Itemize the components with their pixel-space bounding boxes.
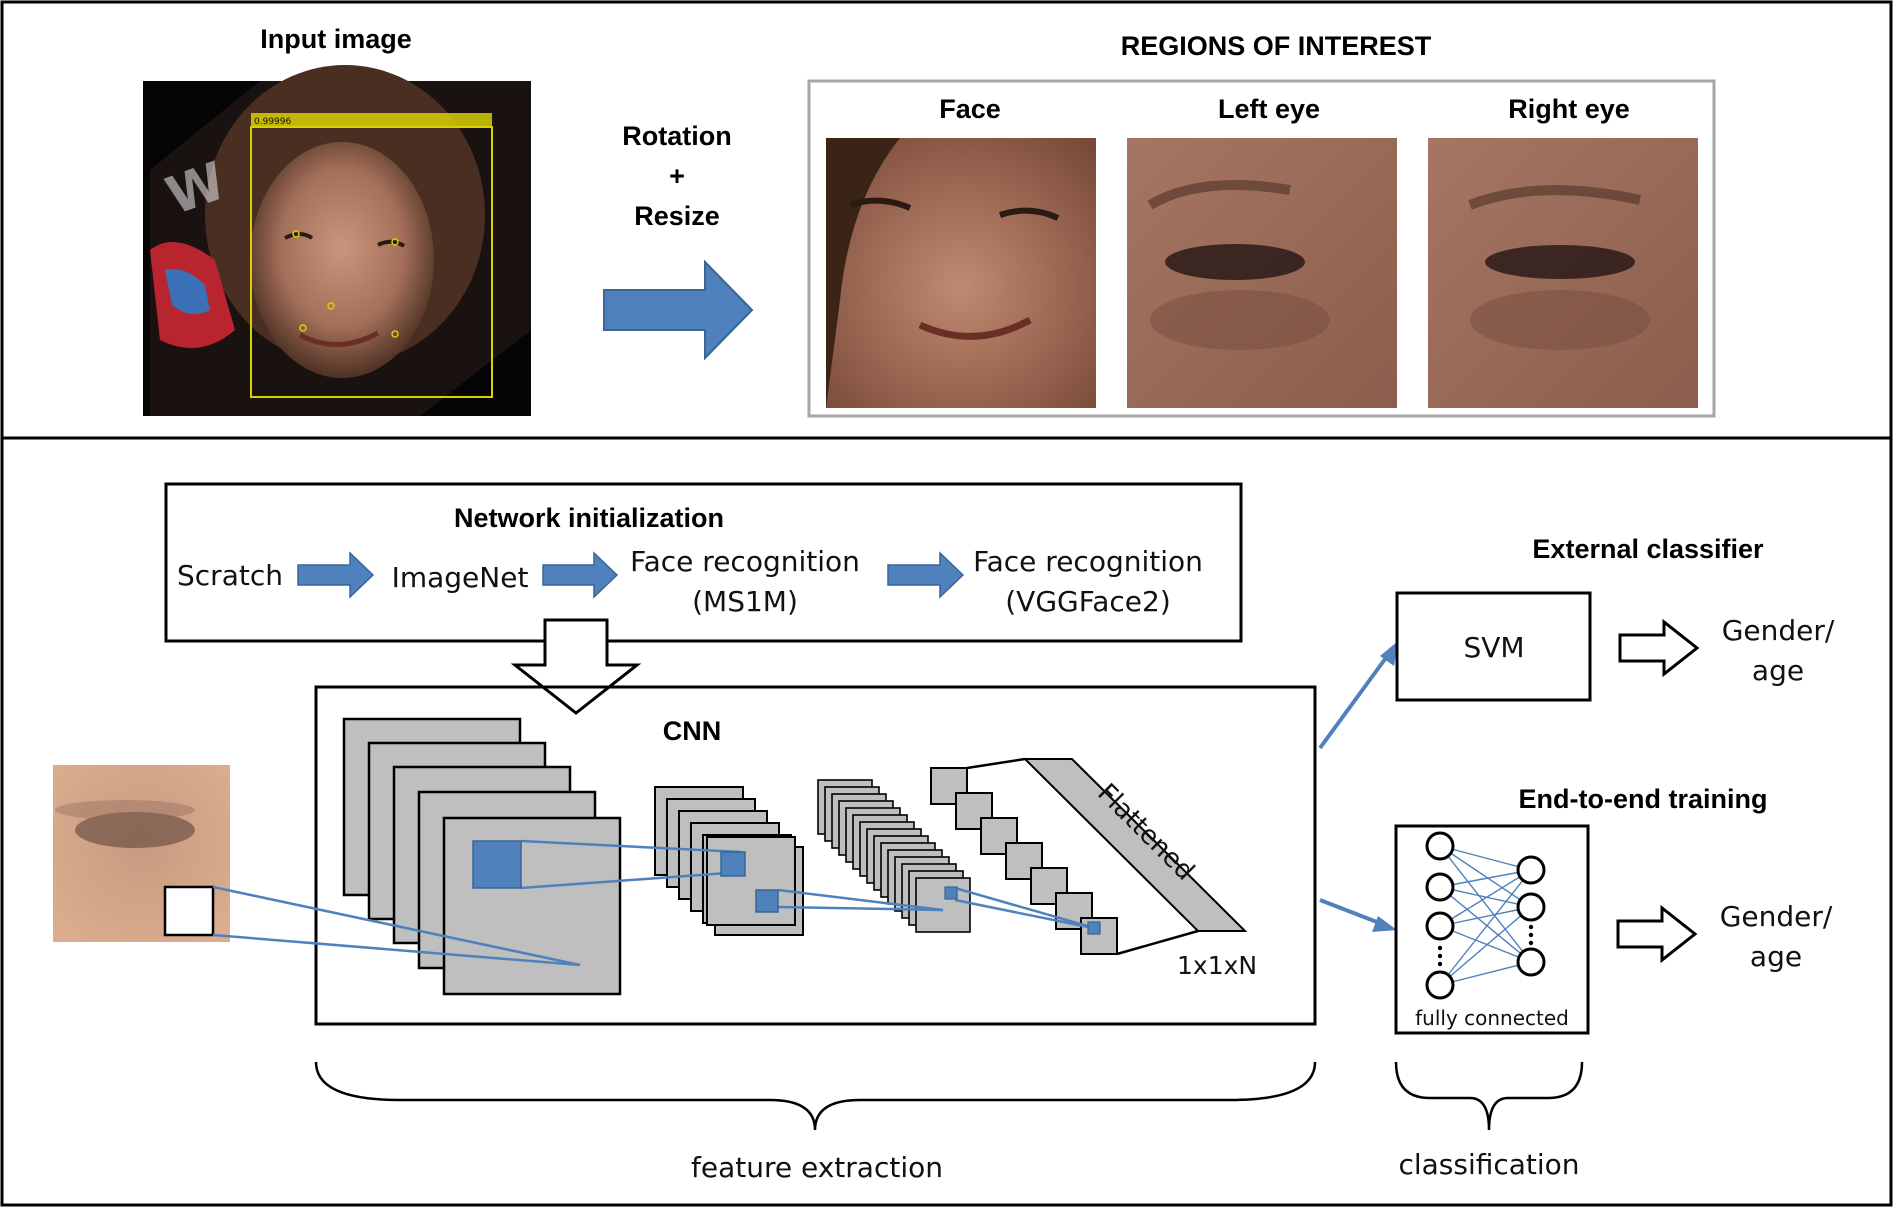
roi-right-eye-image <box>1428 138 1698 408</box>
fc-output-line1: Gender/ <box>1720 900 1833 933</box>
transform-line-1: Rotation <box>622 121 731 151</box>
roi-label-face: Face <box>939 94 1001 124</box>
fc-ellipsis-dots <box>1437 924 1534 967</box>
end-to-end-title: End-to-end training <box>1519 784 1768 814</box>
feature-extraction-brace <box>314 1061 1317 1131</box>
classification-brace <box>1394 1061 1584 1131</box>
conv-layer-stack-3 <box>817 779 971 933</box>
input-image-title: Input image <box>260 24 412 54</box>
transform-line-3: Resize <box>634 201 720 231</box>
transform-arrow <box>603 259 754 361</box>
feature-patch-4 <box>944 886 958 900</box>
init-step-ms1m-line1: Face recognition <box>630 545 860 578</box>
svm-output-line1: Gender/ <box>1722 614 1835 647</box>
classification-label: classification <box>1398 1148 1579 1181</box>
svm-box <box>1395 591 1592 702</box>
init-arrow-2 <box>542 551 619 599</box>
cnn-to-fc-arrow <box>1319 898 1397 932</box>
init-step-imagenet: ImageNet <box>392 561 529 594</box>
network-init-box <box>164 482 1243 643</box>
bottom-panel-frame <box>0 436 1893 1207</box>
receptive-field-lines <box>212 839 1099 967</box>
face-bounding-box <box>250 126 493 398</box>
fc-output-line2: age <box>1750 940 1802 973</box>
feature-patch-2 <box>720 851 746 877</box>
cnn-title: CNN <box>663 716 722 746</box>
init-step-scratch: Scratch <box>177 559 283 592</box>
init-step-ms1m-line2: (MS1M) <box>692 585 798 618</box>
svm-label: SVM <box>1463 631 1524 664</box>
feature-patch-5 <box>1087 921 1101 935</box>
flattened-band <box>1022 758 1248 932</box>
input-image: W 0.99996 <box>143 65 531 416</box>
fc-network-edges <box>1439 845 1532 986</box>
roi-title: REGIONS OF INTEREST <box>1121 31 1432 61</box>
feature-patch-3 <box>755 889 779 913</box>
init-arrow-3 <box>887 551 965 599</box>
fc-label: fully connected <box>1415 1006 1569 1030</box>
init-step-vggface2-line2: (VGGFace2) <box>1005 585 1171 618</box>
feature-extraction-label: feature extraction <box>691 1151 943 1184</box>
detection-score: 0.99996 <box>254 117 291 127</box>
svm-output-line2: age <box>1752 654 1804 687</box>
init-arrow-1 <box>297 551 375 599</box>
feature-patch-1 <box>472 840 522 889</box>
cnn-box <box>314 685 1317 1026</box>
external-classifier-title: External classifier <box>1532 534 1764 564</box>
roi-face-image <box>826 138 1096 408</box>
transform-line-2: + <box>669 161 685 191</box>
roi-left-eye-image <box>1127 138 1397 408</box>
pooled-units <box>930 767 1118 955</box>
roi-label-right-eye: Right eye <box>1508 94 1630 124</box>
roi-label-left-eye: Left eye <box>1218 94 1320 124</box>
fc-output-arrow <box>1616 904 1698 964</box>
output-dim-label: 1x1xN <box>1177 951 1257 980</box>
receptive-field-patch <box>163 885 215 937</box>
cnn-to-svm-arrow <box>1318 641 1398 750</box>
init-to-cnn-arrow <box>510 618 642 715</box>
roi-frame <box>807 79 1716 418</box>
fc-network-nodes <box>1425 831 1546 1000</box>
network-init-title: Network initialization <box>454 503 724 533</box>
svm-output-arrow <box>1618 618 1700 678</box>
init-step-vggface2-line1: Face recognition <box>973 545 1203 578</box>
